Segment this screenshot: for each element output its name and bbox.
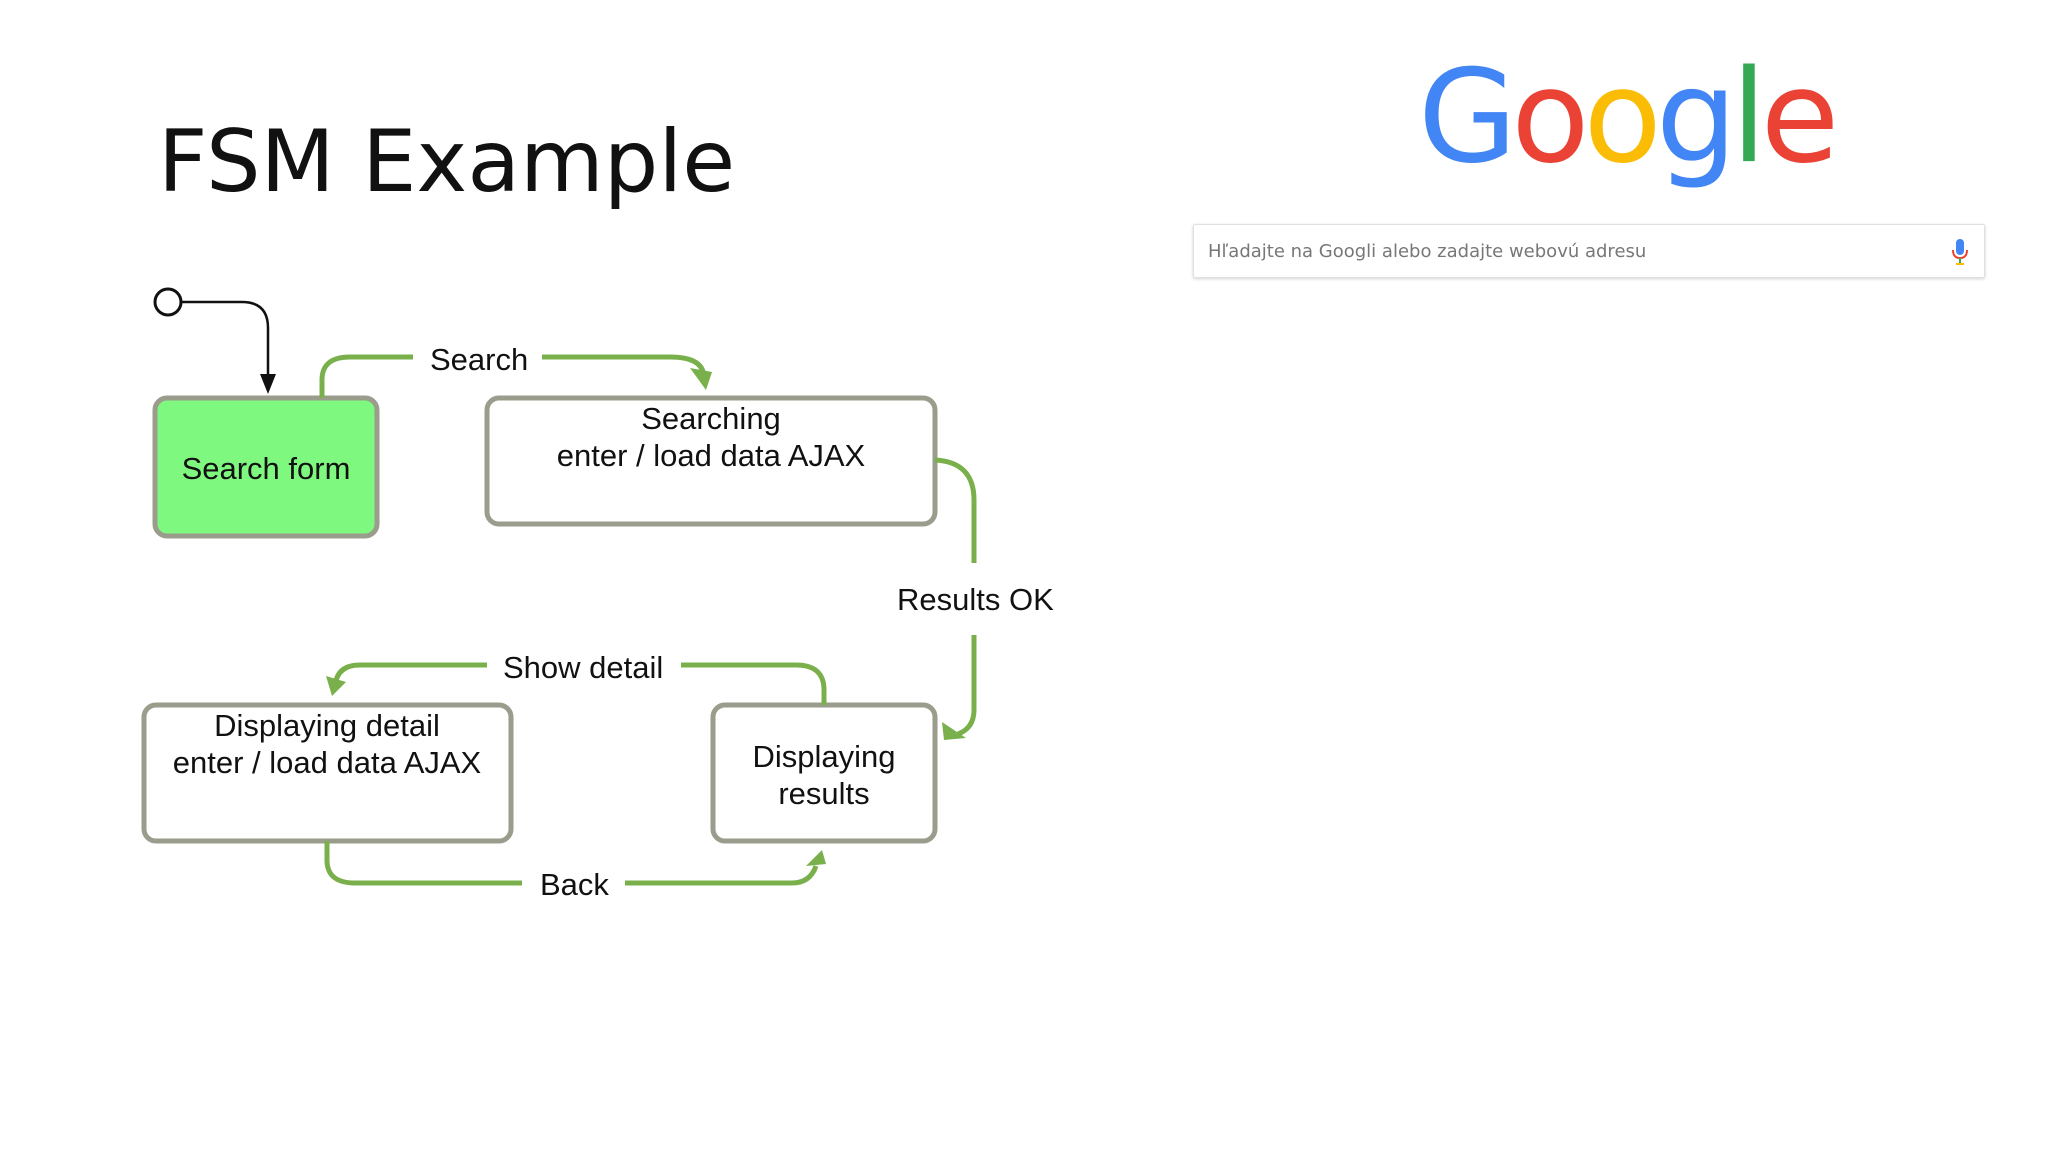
state-displaying-detail: Displaying detail enter / load data AJAX bbox=[141, 702, 514, 844]
transition-results-ok: Results OK bbox=[897, 457, 1054, 740]
state-searching-line2: enter / load data AJAX bbox=[557, 438, 866, 473]
transition-search: Search bbox=[319, 342, 712, 398]
transition-back-label: Back bbox=[540, 867, 609, 902]
state-searching-line1: Searching bbox=[641, 401, 781, 436]
transition-show-detail-label: Show detail bbox=[503, 650, 663, 685]
state-displaying-detail-line1: Displaying detail bbox=[214, 708, 440, 743]
transition-show-detail: Show detail bbox=[326, 650, 827, 705]
state-searching: Searching enter / load data AJAX bbox=[484, 395, 938, 527]
state-displaying-results-line1: Displaying bbox=[752, 739, 895, 774]
google-logo-letter: G bbox=[1418, 43, 1517, 192]
transition-back: Back bbox=[324, 841, 826, 902]
google-search-input[interactable] bbox=[1208, 225, 1928, 277]
google-logo: Google bbox=[1418, 43, 1840, 192]
transition-search-label: Search bbox=[430, 342, 528, 377]
google-logo-letter: e bbox=[1760, 43, 1840, 192]
google-logo-letter: l bbox=[1731, 43, 1766, 192]
state-displaying-detail-line2: enter / load data AJAX bbox=[173, 745, 482, 780]
state-displaying-results: Displaying results bbox=[710, 702, 938, 844]
google-logo-letter: o bbox=[1511, 43, 1589, 192]
google-logo-letter: g bbox=[1655, 43, 1737, 192]
microphone-icon[interactable] bbox=[1950, 237, 1970, 267]
google-logo-letter: o bbox=[1583, 43, 1662, 192]
state-search-form-label: Search form bbox=[182, 451, 351, 486]
state-displaying-results-line2: results bbox=[778, 776, 869, 811]
initial-state bbox=[153, 287, 276, 394]
state-search-form: Search form bbox=[152, 395, 380, 539]
slide-title: FSM Example bbox=[158, 112, 736, 212]
transition-results-ok-label: Results OK bbox=[897, 582, 1054, 617]
google-search-box bbox=[1193, 224, 1985, 278]
